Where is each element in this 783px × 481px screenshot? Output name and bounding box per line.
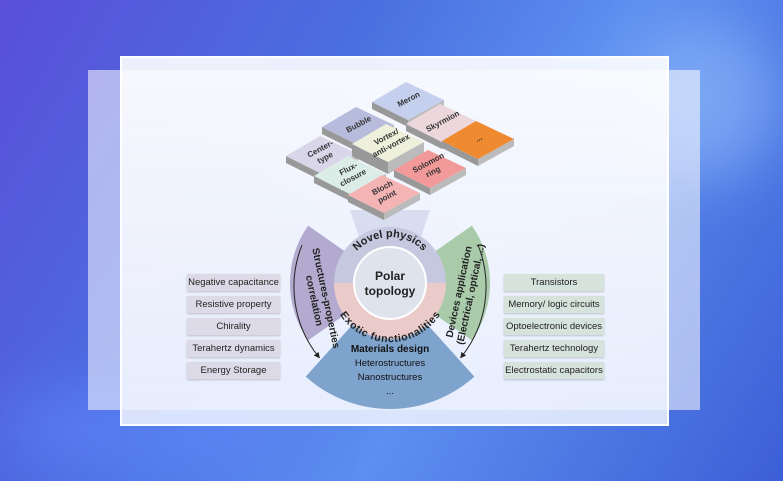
materials-design-title: Materials design	[351, 344, 429, 355]
structures-properties-wedge	[290, 225, 346, 341]
materials-item: Heterostructures	[355, 358, 425, 369]
center-line1: Polar	[375, 269, 405, 283]
device-box: Optoelectronic devices	[504, 318, 604, 335]
topology-tile: Vortex/anti-vortex	[352, 124, 424, 174]
device-box: Memory/ logic circuits	[504, 296, 604, 313]
property-box: Chirality	[187, 318, 280, 335]
property-box: Energy Storage	[187, 362, 280, 379]
materials-design-wedge	[305, 323, 475, 410]
topology-tile: ...	[442, 121, 514, 166]
device-box: Terahertz technology	[504, 340, 604, 357]
topology-tile: Flux-closure	[314, 156, 386, 201]
left-arrow	[293, 244, 320, 359]
polar-topology-core	[353, 246, 427, 320]
svg-text:...: ...	[474, 133, 484, 144]
device-box: Electrostatic capacitors	[504, 362, 604, 379]
devices-application-wedge	[434, 225, 490, 341]
property-box: Resistive property	[187, 296, 280, 313]
materials-item: ...	[386, 386, 394, 397]
property-box: Negative capacitance	[187, 274, 280, 291]
center-line2: topology	[365, 284, 416, 298]
device-box: Transistors	[504, 274, 604, 291]
right-arrow	[460, 244, 487, 359]
property-box: Terahertz dynamics	[187, 340, 280, 357]
materials-item: Nanostructures	[358, 372, 423, 383]
